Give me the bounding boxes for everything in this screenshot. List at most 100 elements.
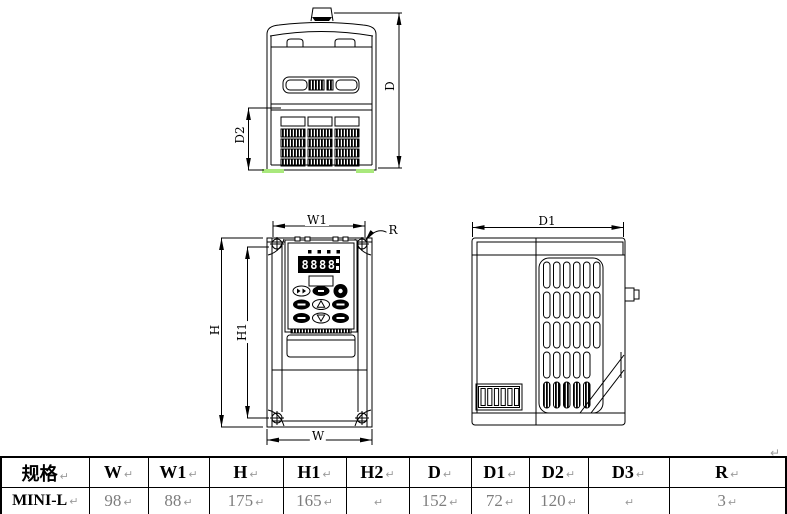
top-knob xyxy=(310,7,334,22)
paragraph-return-mark: ↵ xyxy=(770,446,781,460)
up-button[interactable] xyxy=(312,299,330,310)
top-tabs xyxy=(286,38,356,47)
spec-table-cell-w: 98↵ xyxy=(88,487,149,514)
return-mark: ↵ xyxy=(730,468,740,481)
spec-table-cell-h: 175↵ xyxy=(208,487,284,514)
dim-label-d1: D1 xyxy=(536,214,558,228)
side-knob xyxy=(624,287,640,302)
spec-table-cell-w1: 88↵ xyxy=(147,487,210,514)
spec-table: 规格↵ W↵ W1↵ H↵ H1↵ H2↵ D↵ D1↵ D2↵ D3↵ R↵ … xyxy=(0,456,787,514)
dim-label-d: D xyxy=(383,79,397,93)
cell-text: 165 xyxy=(296,491,322,510)
return-mark: ↵ xyxy=(249,468,259,481)
return-mark: ↵ xyxy=(123,496,133,509)
header-text: D1 xyxy=(483,462,506,482)
return-mark: ↵ xyxy=(323,496,333,509)
dim-h-line xyxy=(219,237,263,428)
return-mark: ↵ xyxy=(183,496,193,509)
spec-table-header-cell: 规格↵ xyxy=(0,456,90,488)
spec-table-cell-d1: 72↵ xyxy=(470,487,530,514)
top-view-drawing xyxy=(246,7,402,173)
keypad-panel xyxy=(284,236,358,334)
return-mark: ↵ xyxy=(624,496,635,509)
front-view-drawing xyxy=(219,221,389,445)
spec-table-header-cell: D1↵ xyxy=(470,456,530,488)
cell-text: 120 xyxy=(540,491,566,510)
cell-text: 98 xyxy=(104,491,122,510)
return-mark: ↵ xyxy=(727,496,738,509)
radius-leader-line xyxy=(364,230,389,242)
dim-label-w: W xyxy=(309,429,327,443)
spec-table-cell-d: 152↵ xyxy=(408,487,472,514)
spec-table-cell-h2: ↵ xyxy=(345,487,410,514)
return-mark: ↵ xyxy=(635,468,646,481)
dim-label-h: H xyxy=(208,322,222,338)
return-mark: ↵ xyxy=(59,469,69,483)
spec-table-header-cell: D2↵ xyxy=(528,456,589,488)
return-mark: ↵ xyxy=(385,468,395,481)
spec-table-header-cell: H↵ xyxy=(208,456,284,488)
header-text: R xyxy=(715,462,729,482)
header-text: D3 xyxy=(611,462,634,482)
spec-table-header-cell: W1↵ xyxy=(147,456,210,488)
mounting-feet-highlight xyxy=(262,169,374,173)
spec-table-header-cell: D3↵ xyxy=(587,456,670,488)
return-mark: ↵ xyxy=(123,468,134,481)
spec-table-header-cell: H1↵ xyxy=(282,456,347,488)
top-vent-grid xyxy=(280,116,360,167)
dim-d2-line xyxy=(246,107,281,171)
dimension-drawing xyxy=(219,7,640,445)
seven-segment-digits: 8888 xyxy=(301,258,337,272)
dim-h1-line xyxy=(245,246,269,419)
return-mark: ↵ xyxy=(507,468,517,481)
cell-text: 72 xyxy=(485,491,503,510)
return-mark: ↵ xyxy=(188,468,198,481)
return-mark: ↵ xyxy=(255,496,265,509)
cell-text: MINI-L xyxy=(12,492,68,509)
dim-d-line xyxy=(334,12,402,169)
spec-table-header-cell: H2↵ xyxy=(345,456,410,488)
seven-segment-display xyxy=(298,256,340,273)
spec-table-header-cell: W↵ xyxy=(88,456,149,488)
nameplate-area xyxy=(286,334,356,358)
header-text: W xyxy=(103,462,122,482)
dim-label-w1: W1 xyxy=(305,213,329,227)
dim-label-r: R xyxy=(386,223,400,237)
run-button[interactable] xyxy=(292,285,311,297)
dim-label-d2: D2 xyxy=(233,124,247,146)
return-mark: ↵ xyxy=(69,495,79,508)
return-mark: ↵ xyxy=(504,496,515,509)
side-view-drawing xyxy=(471,222,640,426)
header-text: H xyxy=(233,462,248,482)
cell-text: 175 xyxy=(227,491,254,510)
spec-table-data-row: MINI-L↵ 98↵ 88↵ 175↵ 165↵ ↵ 152↵ 72↵ 120… xyxy=(0,487,787,514)
header-text: H1 xyxy=(297,462,321,482)
spec-table-header-cell: R↵ xyxy=(668,456,787,488)
cell-text: 152 xyxy=(421,491,448,510)
return-mark: ↵ xyxy=(322,468,332,481)
return-mark: ↵ xyxy=(567,496,577,509)
spec-table-cell-h1: 165↵ xyxy=(282,487,347,514)
spec-table-cell-d2: 120↵ xyxy=(528,487,589,514)
cell-text: 3 xyxy=(717,491,726,510)
header-text: W1 xyxy=(159,462,187,482)
return-mark: ↵ xyxy=(449,496,459,509)
down-button[interactable] xyxy=(312,312,330,324)
header-text: D2 xyxy=(541,462,564,482)
spec-table-cell-r: 3↵ xyxy=(668,487,787,514)
dim-d1-line xyxy=(472,222,624,237)
cell-text: 88 xyxy=(164,491,182,510)
terminal-block xyxy=(475,383,523,411)
return-mark: ↵ xyxy=(373,496,384,509)
header-text: D xyxy=(427,462,441,482)
header-text: 规格 xyxy=(21,463,58,484)
spec-table-cell-model: MINI-L↵ xyxy=(0,487,90,514)
return-mark: ↵ xyxy=(565,468,576,481)
spec-table-cell-d3: ↵ xyxy=(587,487,670,514)
return-mark: ↵ xyxy=(442,468,453,481)
status-leds xyxy=(308,250,340,254)
keypad-buttons xyxy=(292,284,349,324)
side-vent-grid xyxy=(538,257,604,414)
dim-label-h1: H1 xyxy=(235,320,249,344)
